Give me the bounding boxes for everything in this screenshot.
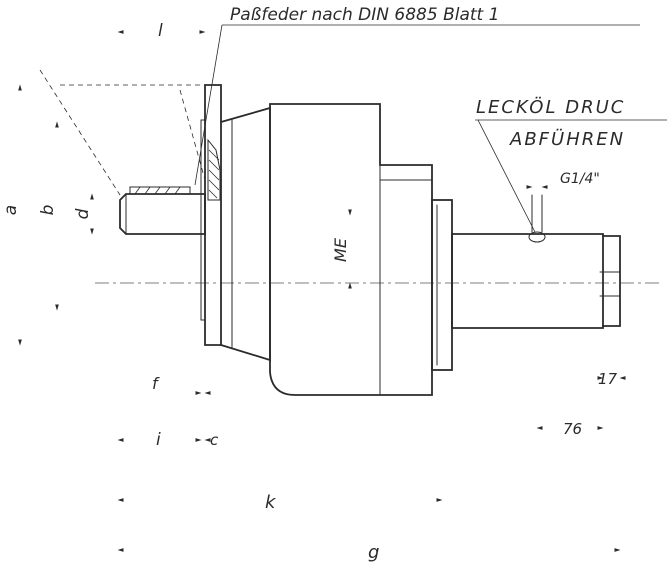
main-housing xyxy=(269,103,433,396)
dim-i-label: i xyxy=(156,430,161,450)
dim-k-label: k xyxy=(265,492,277,513)
keyway-note: Paßfeder nach DIN 6885 Blatt 1 xyxy=(230,5,499,25)
dim-c-label: c xyxy=(210,431,219,449)
leak-oil-leader xyxy=(477,119,536,233)
mounting-flange xyxy=(200,84,222,346)
leak-oil-label-line2: ABFÜHREN xyxy=(509,128,625,150)
output-shaft xyxy=(451,194,621,329)
housing-cone xyxy=(220,106,271,362)
leak-oil-label-line1: LECKÖL DRUC xyxy=(476,96,625,118)
thread-label: G1/4" xyxy=(560,171,600,187)
dim-b-label: b xyxy=(38,205,58,216)
input-shaft xyxy=(119,186,206,235)
dim-g-label: g xyxy=(368,542,379,562)
dim-l-label: l xyxy=(158,21,163,41)
dim-f-label: f xyxy=(152,374,160,393)
keyway-leader xyxy=(194,24,223,186)
dim-a-label: a xyxy=(1,205,21,215)
dim-76-label: 76 xyxy=(563,420,582,438)
construction-lines xyxy=(39,69,206,196)
dim-d-label: d xyxy=(73,208,93,219)
me-label: ME xyxy=(331,237,350,262)
output-collar xyxy=(431,199,453,371)
dim-17-label: 17 xyxy=(598,370,618,388)
